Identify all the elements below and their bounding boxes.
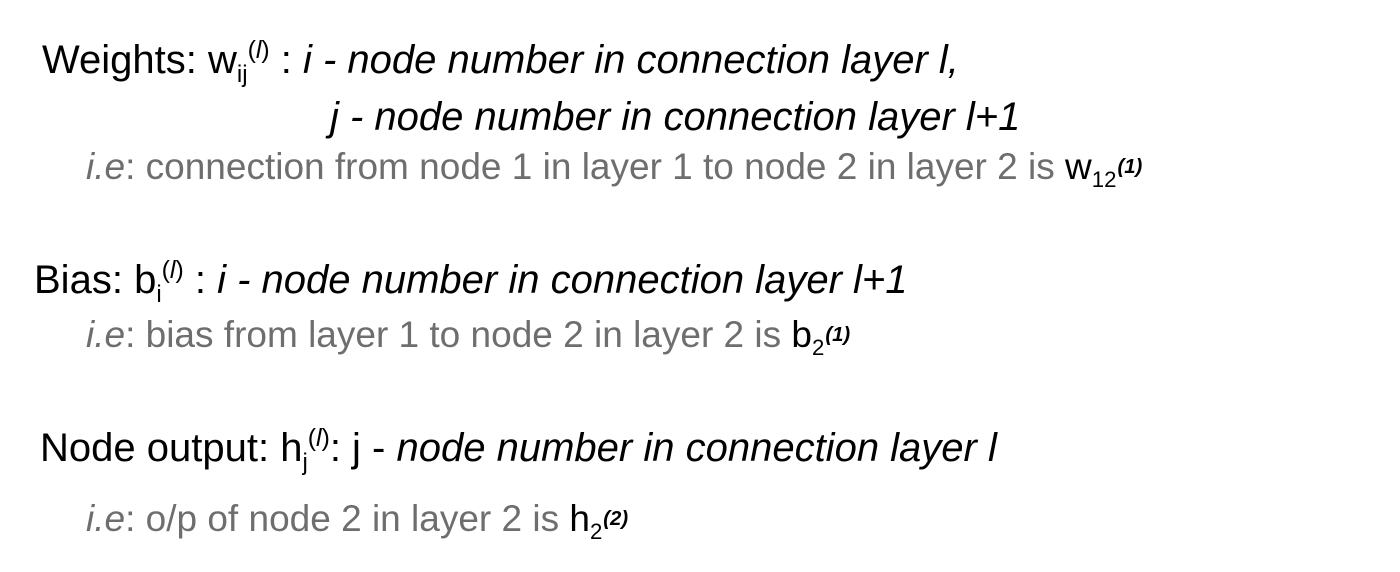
bias-superscript: (l) [161,256,184,284]
weights-symbol: wij(l) [208,36,270,89]
bias-separator: : [194,258,206,302]
weights-example-prefix: i.e [86,146,126,187]
weights-definition: Weights: wij(l) : i - node number in con… [42,36,959,89]
weights-example-symbol: w12(1) [1065,146,1143,193]
bias-example-text: : bias from layer 1 to node 2 in layer 2… [125,314,782,355]
node-output-description: node number in connection layer l [396,426,997,470]
bias-definition: Bias: bi(l) : i - node number in connect… [34,256,908,309]
bias-example-prefix: i.e [86,314,126,355]
node-output-example-prefix: i.e [86,498,126,539]
weights-separator: : [280,38,292,82]
weights-example-text: : connection from node 1 in layer 1 to n… [125,146,1055,187]
node-output-definition: Node output: hj(l): j - node number in c… [40,424,997,477]
weights-description-line1: i - node number in connection layer l, [303,38,959,82]
node-output-superscript: (l) [307,424,330,452]
node-output-example-symbol: h2(2) [569,498,629,545]
weights-description-line2: j - node number in connection layer l+1 [330,95,1021,139]
bias-label: Bias: [34,258,123,302]
node-output-separator: : j - [329,426,386,470]
node-output-example-text: : o/p of node 2 in layer 2 is [125,498,560,539]
bias-example-symbol: b2(1) [791,314,851,361]
weights-superscript: (l) [247,36,270,64]
node-output-label: Node output: [40,426,270,470]
bias-subscript: i [156,281,162,309]
weights-label: Weights: [42,38,197,82]
node-output-example: i.e: o/p of node 2 in layer 2 is h2(2) [86,498,629,545]
bias-description: i - node number in connection layer l+1 [217,258,908,302]
weights-example: i.e: connection from node 1 in layer 1 t… [86,146,1143,193]
bias-symbol: bi(l) [134,256,184,309]
bias-example: i.e: bias from layer 1 to node 2 in laye… [86,314,851,361]
node-output-subscript: j [302,449,308,477]
node-output-symbol: hj(l) [280,424,330,477]
weights-subscript: ij [236,61,248,89]
